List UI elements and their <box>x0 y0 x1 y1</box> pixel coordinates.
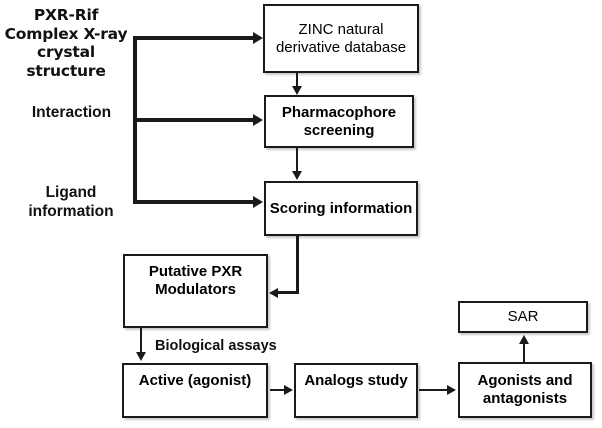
node-zinc-database[interactable]: ZINC natural derivative database <box>263 4 419 73</box>
arrowhead-interaction-to-pharmacophore <box>253 114 263 126</box>
node-pharmacophore-screening-label: Pharmacophore screening <box>281 103 397 139</box>
node-active-agonist[interactable]: Active (agonist) <box>122 363 268 418</box>
node-sar[interactable]: SAR <box>458 301 588 333</box>
input-label-interaction-text: Interaction <box>31 104 112 121</box>
input-label-ligand-information: Ligand information <box>12 184 130 221</box>
connector-scoring-left-to-modulators <box>278 291 299 294</box>
node-active-agonist-label: Active (agonist) <box>138 372 252 389</box>
node-agonists-antagonists-label: Agonists and antagonists <box>477 372 573 407</box>
input-label-xray-crystal-structure: PXR-Rif Complex X-ray crystal structure <box>0 6 132 80</box>
node-scoring-information-label: Scoring information <box>269 199 413 217</box>
input-label-ligand-text: Ligand information <box>28 184 114 220</box>
connector-ligand-to-scoring <box>135 200 257 204</box>
arrowhead-analogs-to-agonists <box>447 385 456 395</box>
edge-label-biological-assays-text: Biological assays <box>155 338 277 354</box>
node-putative-pxr-modulators-label: Putative PXR Modulators <box>148 263 243 298</box>
connector-zinc-to-pharmacophore <box>296 73 298 87</box>
connector-modulators-to-active <box>140 328 142 353</box>
node-agonists-antagonists[interactable]: Agonists and antagonists <box>458 362 592 418</box>
node-scoring-information[interactable]: Scoring information <box>264 181 418 236</box>
arrowhead-xray-to-zinc <box>253 32 263 44</box>
connector-interaction-to-pharmacophore <box>135 118 257 122</box>
node-zinc-database-label: ZINC natural derivative database <box>275 20 407 56</box>
arrowhead-ligand-to-scoring <box>253 196 263 208</box>
node-sar-label: SAR <box>507 308 539 326</box>
arrowhead-scoring-to-modulators <box>269 288 278 298</box>
arrowhead-zinc-to-pharmacophore <box>292 86 302 95</box>
arrowhead-modulators-to-active <box>136 352 146 361</box>
connector-pharmacophore-to-scoring <box>296 148 298 172</box>
connector-agonists-to-sar <box>523 344 525 362</box>
arrowhead-pharmacophore-to-scoring <box>292 171 302 180</box>
arrowhead-active-to-analogs <box>284 385 293 395</box>
input-label-interaction: Interaction <box>14 104 129 123</box>
arrowhead-agonists-to-sar <box>519 335 529 344</box>
input-label-xray-text: PXR-Rif Complex X-ray crystal structure <box>4 6 128 80</box>
connector-scoring-down <box>296 236 299 294</box>
node-analogs-study[interactable]: Analogs study <box>294 363 418 418</box>
node-putative-pxr-modulators[interactable]: Putative PXR Modulators <box>123 254 268 328</box>
connector-analogs-to-agonists <box>419 389 448 391</box>
edge-label-biological-assays: Biological assays <box>155 338 300 355</box>
connector-xray-to-zinc <box>135 36 257 40</box>
node-pharmacophore-screening[interactable]: Pharmacophore screening <box>264 95 414 148</box>
node-analogs-study-label: Analogs study <box>304 372 408 389</box>
connector-active-to-analogs <box>270 389 285 391</box>
